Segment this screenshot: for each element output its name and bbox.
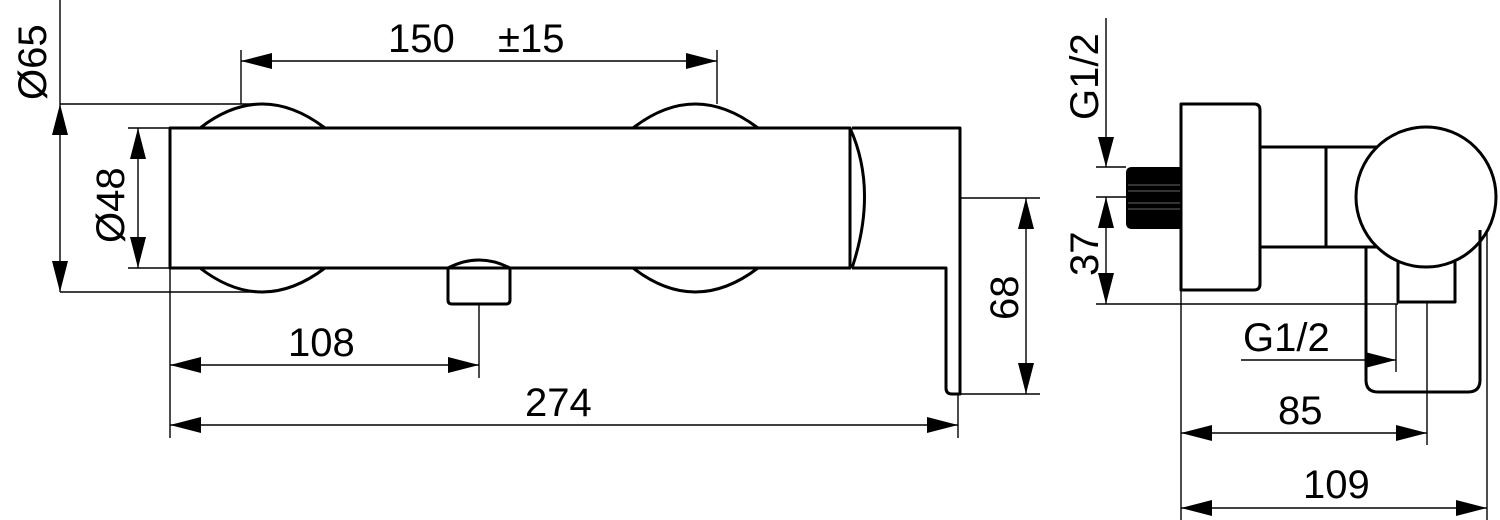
dim-tolerance-label: ±15 [498, 17, 564, 61]
front-view: 150 ±15 Ø65 Ø48 108 274 68 [11, 0, 1040, 438]
dim-inner-diameter-label: Ø48 [89, 167, 133, 243]
handle-curve [848, 127, 866, 269]
dim-projection-label: 85 [1278, 389, 1323, 433]
dim-outer-diameter-label: Ø65 [11, 24, 55, 100]
dim-spacing-label: 150 [388, 17, 455, 61]
handle-lever [1364, 230, 1482, 394]
left-escutcheon-top [199, 102, 326, 130]
dim-outlet-thread-label: G1/2 [1243, 316, 1330, 360]
dim-inlet-thread-label: G1/2 [1063, 33, 1107, 120]
dim-depth-label: 109 [1303, 463, 1370, 507]
thermostat-handle [852, 126, 962, 396]
right-escutcheon-bottom [632, 266, 759, 294]
handle-knob [1354, 125, 1498, 269]
right-escutcheon-top [632, 102, 759, 130]
side-view: G1/2 37 G1/2 85 109 [1063, 18, 1498, 520]
outlet-nozzle [446, 258, 512, 306]
left-escutcheon-bottom [199, 266, 326, 294]
wall-plate [1179, 102, 1262, 292]
dim-overall-length-label: 274 [525, 381, 592, 425]
dim-inlet-height-label: 37 [1063, 232, 1107, 277]
inlet-thread [1126, 167, 1181, 229]
dim-outlet-offset-label: 108 [288, 321, 355, 365]
mixer-body [168, 126, 852, 270]
dim-handle-height-label: 68 [983, 276, 1027, 321]
